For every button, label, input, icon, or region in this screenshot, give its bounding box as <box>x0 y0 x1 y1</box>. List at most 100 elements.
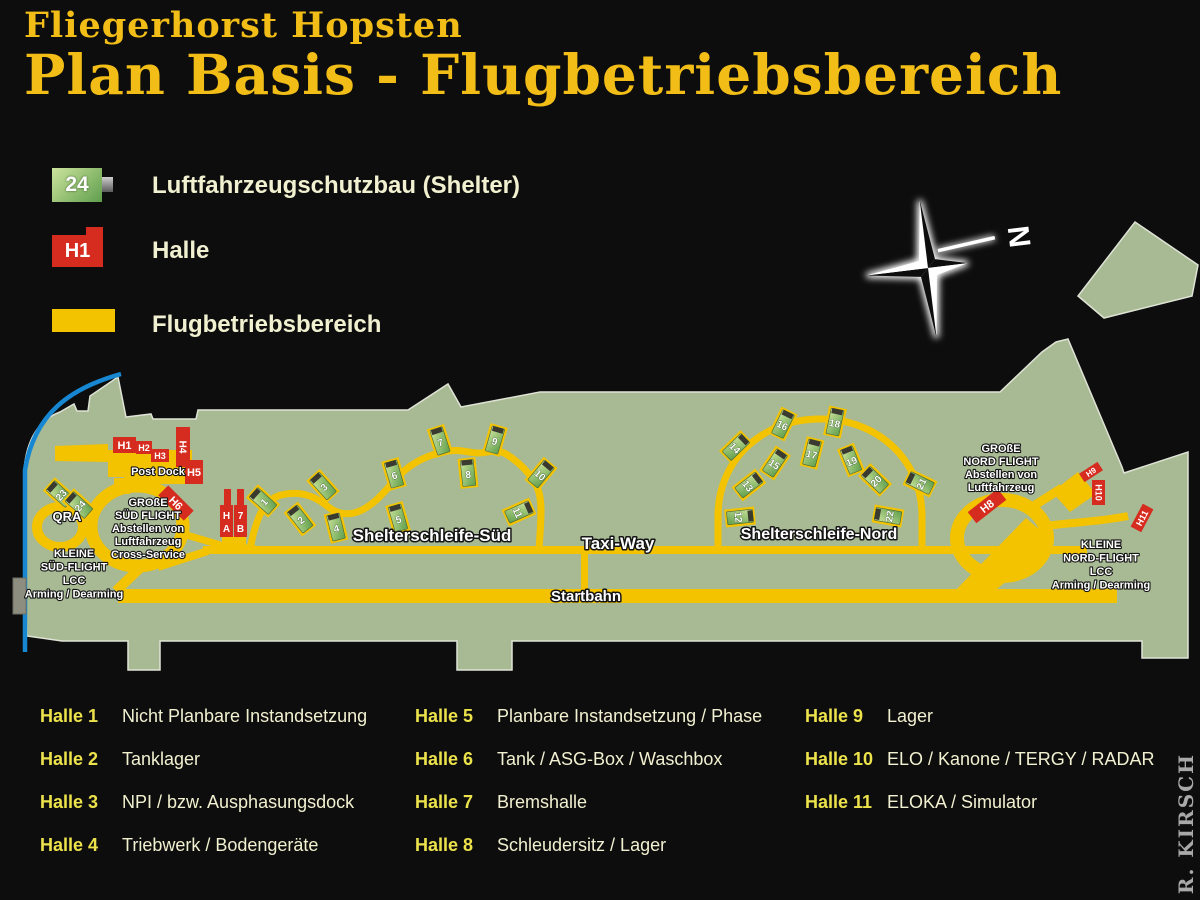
shelter-2: 2 <box>283 501 317 537</box>
hall-legend-desc: Tank / ASG-Box / Waschbox <box>497 749 723 769</box>
hall-h10: H10 <box>1092 480 1105 505</box>
hall-legend-name: Halle 3 <box>40 792 99 812</box>
shelter-8: 8 <box>457 457 479 489</box>
legend-shelter-swatch: 24 <box>52 168 102 202</box>
hall-label: 7 <box>238 511 244 522</box>
shelter-door <box>808 439 821 447</box>
hall-legend-row: Halle 9 Lager <box>805 706 1154 726</box>
compass-star <box>866 200 968 338</box>
shelter-door <box>747 510 754 522</box>
startbahn-runway <box>118 589 1117 603</box>
compass-north-line <box>937 235 996 253</box>
shelter-door <box>737 434 750 446</box>
hall-legend-name: Halle 1 <box>40 706 99 726</box>
hall-legend-desc: Schleudersitz / Lager <box>497 835 667 855</box>
shelter-15: 15 <box>759 445 791 481</box>
shelter-number: 7 <box>436 437 445 449</box>
page-title-main: Plan Basis - Flugbetriebsbereich <box>24 42 1063 107</box>
h7-taxiway-connector <box>237 543 257 553</box>
shelter-9: 9 <box>482 423 508 457</box>
map-label-post-dock: Post Dock <box>131 466 186 478</box>
shelter-19: 19 <box>837 442 865 478</box>
hall-label: B <box>237 524 244 535</box>
airfield-north-island <box>1076 220 1199 319</box>
hall-h1: H1 <box>113 437 136 453</box>
hall-label: H5 <box>187 467 201 479</box>
hall-legend-name: Halle 5 <box>415 706 474 726</box>
legend-area-label: Flugbetriebsbereich <box>152 311 382 338</box>
shelter-3: 3 <box>306 468 340 504</box>
shelter-20: 20 <box>857 463 893 497</box>
hall-label: H2 <box>138 443 150 453</box>
author-credit: R. KIRSCH <box>1174 752 1198 894</box>
shelter-5: 5 <box>385 501 411 535</box>
hall-legend-name: Halle 2 <box>40 749 99 769</box>
shelter-number: 21 <box>915 476 930 491</box>
shelter-door <box>461 459 473 466</box>
hall-legend-desc: Planbare Instandsetzung / Phase <box>497 706 763 726</box>
shelter-12: 12 <box>724 506 756 528</box>
hall-legend-row: Halle 11 ELOKA / Simulator <box>805 792 1154 812</box>
taxiway-runway-connector <box>581 550 588 596</box>
shelter-number: 18 <box>828 418 842 431</box>
shelter-number: 9 <box>490 436 499 448</box>
shelter-16: 16 <box>768 406 798 442</box>
hall-legend-row: Halle 5 Planbare Instandsetzung / Phase <box>415 706 762 726</box>
shelter-14: 14 <box>718 430 754 464</box>
hall-h3: H3 <box>151 449 169 462</box>
hall-legend-name: Halle 7 <box>415 792 474 812</box>
shelter-10: 10 <box>524 456 558 492</box>
hall-label: H1 <box>117 440 131 452</box>
shelter-number: 16 <box>774 419 789 434</box>
hall-legend-name: Halle 11 <box>805 792 873 812</box>
map-label-startbahn: Startbahn <box>551 588 621 605</box>
hall-legend-name: Halle 10 <box>805 749 874 769</box>
legend-halle-symbol: H1 <box>64 240 91 262</box>
shelter-number: 11 <box>510 506 525 521</box>
map-label-qra: QRA <box>53 509 83 524</box>
runway-connector-west2 <box>156 547 210 571</box>
shelter-1: 1 <box>245 484 281 518</box>
shelter-door <box>65 492 77 504</box>
arming-pad <box>12 577 27 615</box>
shelter-4: 4 <box>323 510 349 544</box>
shelter-door <box>781 409 794 420</box>
hall-legend-desc: Triebwerk / Bodengeräte <box>122 835 319 855</box>
shelter-door <box>385 459 398 468</box>
hall-label: H4 <box>176 441 187 454</box>
hall-h2: H2 <box>136 441 152 454</box>
legend-shelter-symbol: 24 <box>65 173 89 196</box>
loop-h7-connector <box>182 530 225 550</box>
shelter-number: 22 <box>884 510 897 523</box>
legend-halle-label: Halle <box>152 237 210 264</box>
shelter-door <box>491 425 504 434</box>
hall-h4: H4 <box>176 427 190 467</box>
hall-h5: H5 <box>185 460 203 484</box>
map-label-shelterschleife-sued: Shelterschleife-Süd <box>353 526 512 545</box>
hall-legend-desc: Lager <box>887 706 934 726</box>
shelter-21: 21 <box>902 468 938 498</box>
shelter-number: 19 <box>845 455 860 470</box>
map-label-taxi-way: Taxi-Way <box>582 534 655 553</box>
hall-legend-desc: ELOKA / Simulator <box>887 792 1038 812</box>
shelter-door <box>751 472 763 485</box>
shelter-6: 6 <box>381 457 407 491</box>
legend-halle-swatch-step <box>86 227 103 236</box>
nord-h9-path <box>1032 484 1065 509</box>
hall-legend-name: Halle 9 <box>805 706 864 726</box>
hall-label: H3 <box>154 451 166 461</box>
shelter-door <box>249 488 261 500</box>
legend-shelter-label: Luftfahrzeugschutzbau (Shelter) <box>152 172 521 199</box>
